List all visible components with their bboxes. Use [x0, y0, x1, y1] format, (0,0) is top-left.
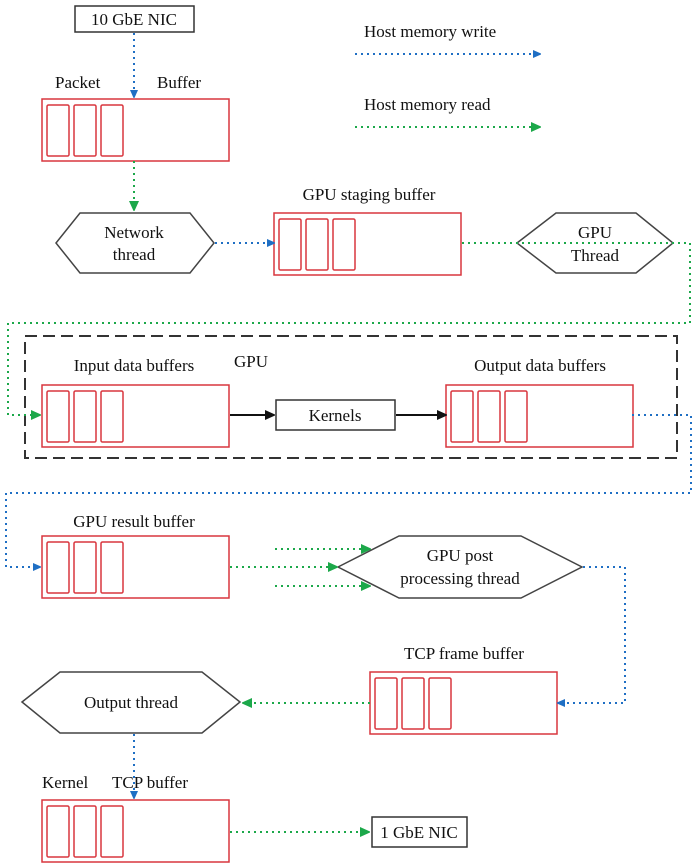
arrow-output-to-result-buffer — [5, 414, 692, 567]
network-thread-label-2: thread — [113, 245, 156, 264]
kernels-label: Kernels — [309, 406, 362, 425]
buffer-slot — [100, 104, 124, 157]
input-buffers-label: Input data buffers — [74, 356, 195, 375]
packet-buffer-label-right: Buffer — [157, 73, 201, 92]
buffer-slot — [73, 104, 97, 157]
buffer-slot — [73, 390, 97, 443]
legend-read-label: Host memory read — [364, 95, 491, 114]
network-thread-hexagon — [55, 212, 215, 274]
gpu-region — [24, 335, 678, 459]
buffer-slot — [450, 390, 474, 443]
arrow-staging-to-input-buffers — [7, 242, 691, 415]
buffer-slot — [46, 805, 70, 858]
arrow-post-to-tcp-frame — [558, 566, 626, 703]
tcp-frame-buffer — [369, 671, 558, 735]
kernels-box — [275, 399, 396, 431]
kernel-tcp-buffer-label-right: TCP buffer — [112, 773, 188, 792]
output-buffers-label: Output data buffers — [474, 356, 606, 375]
buffer-slot — [477, 390, 501, 443]
kernel-tcp-buffer — [41, 799, 230, 863]
result-buffer — [41, 535, 230, 599]
buffer-slot — [73, 541, 97, 594]
buffer-slot — [504, 390, 528, 443]
staging-buffer — [273, 212, 462, 276]
buffer-slot — [100, 541, 124, 594]
buffer-slot — [100, 390, 124, 443]
buffer-slot — [374, 677, 398, 730]
buffer-slot — [100, 805, 124, 858]
buffer-slot — [332, 218, 356, 271]
buffer-slot — [305, 218, 329, 271]
output-thread-label: Output thread — [84, 693, 178, 712]
buffer-slot — [46, 104, 70, 157]
buffer-slot — [46, 541, 70, 594]
nic-10gbe-box — [74, 5, 195, 33]
buffer-slot — [73, 805, 97, 858]
legend: Host memory write Host memory read — [355, 22, 540, 127]
nic-10gbe-label: 10 GbE NIC — [91, 10, 177, 29]
tcp-frame-buffer-label: TCP frame buffer — [404, 644, 524, 663]
gpu-region-label: GPU — [234, 352, 268, 371]
post-thread-label-2: processing thread — [400, 569, 520, 588]
nic-1gbe-box — [371, 816, 468, 848]
input-data-buffers — [41, 384, 230, 448]
kernel-tcp-buffer-label-left: Kernel — [42, 773, 89, 792]
post-processing-thread-hexagon — [336, 535, 584, 599]
buffer-slot — [401, 677, 425, 730]
staging-buffer-label: GPU staging buffer — [303, 185, 436, 204]
network-thread-label-1: Network — [104, 223, 164, 242]
nic-1gbe-label: 1 GbE NIC — [380, 823, 457, 842]
result-buffer-label: GPU result buffer — [73, 512, 195, 531]
buffer-slot — [428, 677, 452, 730]
output-data-buffers — [445, 384, 634, 448]
gpu-thread-label-1: GPU — [578, 223, 612, 242]
legend-write-label: Host memory write — [364, 22, 496, 41]
packet-buffer — [41, 98, 230, 162]
buffer-slot — [278, 218, 302, 271]
packet-buffer-label-left: Packet — [55, 73, 101, 92]
buffer-slot — [46, 390, 70, 443]
output-thread-hexagon — [20, 671, 242, 734]
post-thread-label-1: GPU post — [427, 546, 494, 565]
gpu-thread-label-2: Thread — [571, 246, 620, 265]
